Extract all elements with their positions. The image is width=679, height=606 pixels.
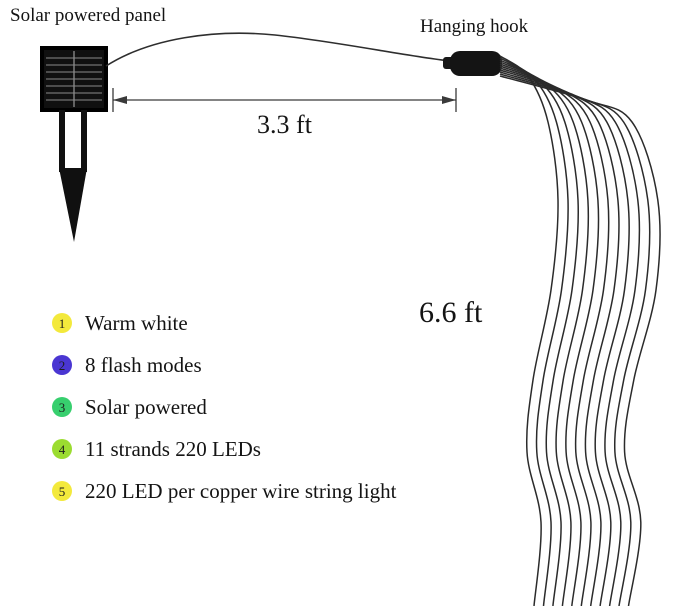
solar-panel-illustration [40, 46, 108, 112]
light-strand [499, 61, 590, 606]
light-strand [499, 69, 630, 606]
solar-panel-label: Solar powered panel [10, 5, 167, 26]
feature-item: 3 Solar powered [52, 394, 396, 419]
light-strand [499, 59, 579, 606]
feature-label: Warm white [85, 310, 188, 335]
vertical-distance-label: 6.6 ft [419, 296, 483, 329]
feature-item: 5 220 LED per copper wire string light [52, 478, 397, 503]
dimension-line-horizontal [112, 88, 457, 112]
feature-item: 2 8 flash modes [52, 352, 396, 377]
feature-item: 1 Warm white [52, 310, 396, 335]
light-strand [499, 65, 610, 606]
light-strand [499, 75, 661, 606]
light-strand [499, 67, 620, 606]
feature-list: 1 Warm white 2 8 flash modes 3 Solar pow… [52, 310, 397, 522]
feature-number-badge: 5 [52, 481, 72, 501]
hanging-hook-illustration [443, 51, 502, 76]
feature-number-badge: 3 [52, 397, 72, 417]
light-strand [499, 73, 651, 606]
ground-stake-illustration [59, 110, 87, 242]
light-strands [499, 55, 661, 606]
light-strand [499, 63, 600, 606]
light-strand [499, 55, 559, 606]
feature-number-badge: 4 [52, 439, 72, 459]
feature-number-badge: 2 [52, 355, 72, 375]
feature-number-badge: 1 [52, 313, 72, 333]
connecting-wire [105, 32, 451, 67]
horizontal-distance-label: 3.3 ft [257, 110, 312, 139]
feature-label: 11 strands 220 LEDs [85, 436, 261, 461]
feature-label: 8 flash modes [85, 352, 202, 377]
hanging-hook-label: Hanging hook [420, 16, 529, 37]
feature-item: 4 11 strands 220 LEDs [52, 436, 396, 461]
light-strand [499, 57, 569, 606]
feature-label: Solar powered [85, 394, 207, 419]
feature-label: 220 LED per copper wire string light [85, 478, 397, 503]
